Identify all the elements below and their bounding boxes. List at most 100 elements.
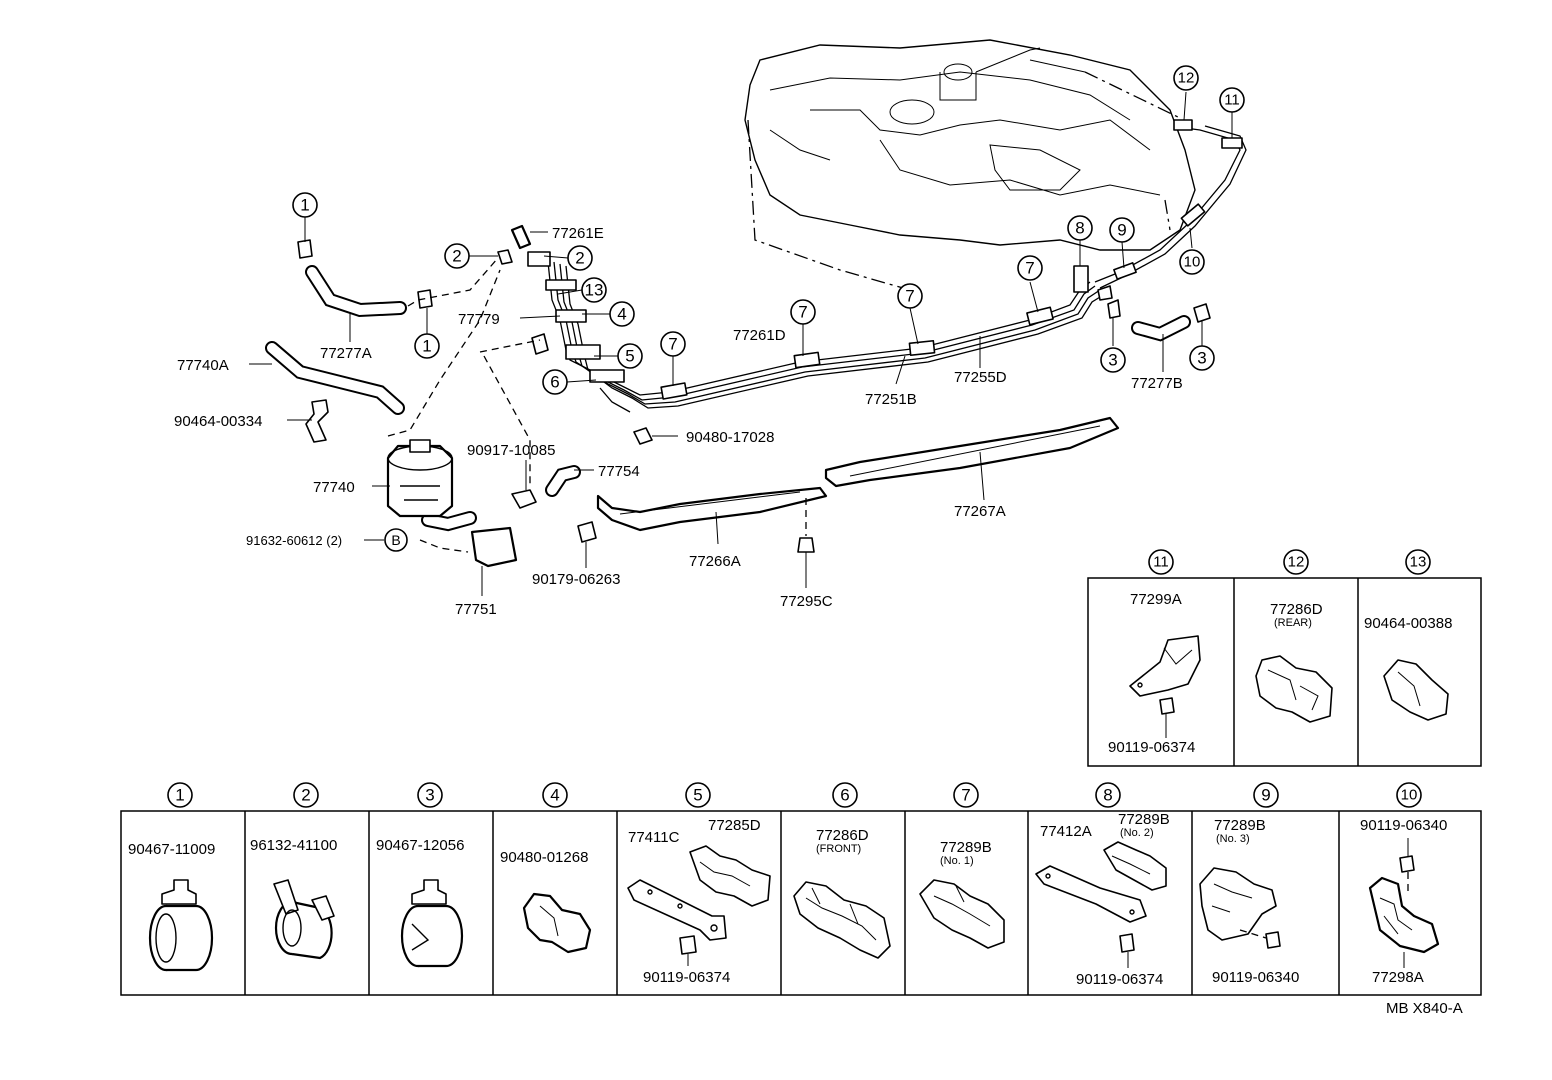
lower-detail-table: 1 2 3 4 5 6 7 8 9 10 90467-11009 96132-4… — [120, 782, 1482, 996]
label-77277a: 77277A — [320, 345, 372, 362]
clip-4 — [522, 892, 592, 954]
label-77289b-no3: 77289B — [1214, 817, 1266, 834]
protector-77266a — [596, 486, 828, 532]
label-77295c: 77295C — [780, 593, 833, 610]
label-77289b-no2: 77289B — [1118, 811, 1170, 828]
label-90917-10085: 90917-10085 — [467, 442, 555, 459]
label-90467-12056: 90467-12056 — [376, 837, 464, 854]
diagram-code: MB X840-A — [1386, 1000, 1463, 1017]
leader-lines — [249, 91, 1233, 596]
protector-77267a — [824, 416, 1120, 488]
label-77285d: 77285D — [708, 817, 761, 834]
label-77286d-rear: 77286D — [1270, 601, 1323, 618]
svg-text:11: 11 — [1153, 554, 1169, 571]
label-no-3: (No. 3) — [1216, 833, 1250, 845]
ref-7-label: 7 — [905, 287, 914, 306]
ref-7-label: 7 — [798, 303, 807, 322]
label-77267a: 77267A — [954, 503, 1006, 520]
label-77299a: 77299A — [1130, 591, 1182, 608]
hose-clamp-1 — [148, 879, 214, 972]
clamp-7 — [919, 879, 1005, 949]
svg-text:10: 10 — [1401, 787, 1418, 804]
ref-2-label: 2 — [575, 249, 584, 268]
ref-7-label: 7 — [668, 335, 677, 354]
label-77779: 77779 — [458, 311, 500, 328]
fuel-tank-outline — [744, 39, 1196, 251]
label-77740: 77740 — [313, 479, 355, 496]
label-front: (FRONT) — [816, 843, 861, 855]
label-77277b: 77277B — [1131, 375, 1183, 392]
label-rear: (REAR) — [1274, 617, 1312, 629]
hose-77740a — [265, 341, 405, 415]
svg-text:9: 9 — [1261, 786, 1270, 805]
label-77255d: 77255D — [954, 369, 1007, 386]
ref-8-label: 8 — [1075, 219, 1084, 238]
svg-text:3: 3 — [425, 786, 434, 805]
svg-text:12: 12 — [1288, 554, 1305, 571]
upper-detail-table: 11 12 13 77299A 90119-06374 77286D (REAR… — [1087, 549, 1482, 767]
ref-7-label: 7 — [1025, 259, 1034, 278]
label-77754: 77754 — [598, 463, 640, 480]
svg-text:4: 4 — [550, 786, 559, 805]
label-77286d-front: 77286D — [816, 827, 869, 844]
label-77411c: 77411C — [628, 829, 680, 846]
label-77261e: 77261E — [552, 225, 604, 242]
ref-2-label: 2 — [452, 247, 461, 266]
label-90119-06374: 90119-06374 — [1108, 739, 1195, 756]
label-90179-06263: 90179-06263 — [532, 571, 620, 588]
elbow-77261e — [510, 224, 532, 250]
svg-text:8: 8 — [1103, 786, 1112, 805]
label-77740a: 77740A — [177, 357, 229, 374]
bracket-5 — [627, 845, 771, 966]
hose-canister-lower — [421, 511, 477, 532]
label-96132-41100: 96132-41100 — [250, 837, 337, 854]
label-90119-06374-8: 90119-06374 — [1076, 971, 1163, 988]
ref-4-label: 4 — [617, 305, 626, 324]
ref-10-label: 10 — [1184, 254, 1201, 271]
spring-clamp-2 — [273, 879, 335, 960]
hose-clamp-3 — [400, 879, 464, 968]
ref-11-label: 11 — [1224, 92, 1240, 109]
label-77261d: 77261D — [733, 327, 786, 344]
charcoal-canister-77740 — [386, 439, 454, 518]
label-no-2: (No. 2) — [1120, 827, 1154, 839]
ref-13-label: 13 — [585, 281, 604, 300]
circle-ref-group: 1 1 2 2 13 4 5 6 7 7 7 7 8 9 10 11 12 3 … — [292, 65, 1245, 552]
label-90467-11009: 90467-11009 — [128, 841, 215, 858]
ref-12-label: 12 — [1178, 70, 1195, 87]
ref-1-label: 1 — [300, 196, 309, 215]
svg-text:5: 5 — [693, 786, 702, 805]
part-number-labels: 77261E 77779 77277A 77740A 90464-00334 7… — [174, 225, 1183, 618]
label-77251b: 77251B — [865, 391, 917, 408]
clamp-10 — [1368, 838, 1440, 968]
label-77266a: 77266A — [689, 553, 741, 570]
ref-3-label: 3 — [1197, 349, 1206, 368]
ref-6-label: 6 — [550, 373, 559, 392]
svg-text:1: 1 — [175, 786, 184, 805]
hose-77754 — [545, 465, 581, 497]
svg-text:6: 6 — [840, 786, 849, 805]
ref-1-label: 1 — [422, 337, 431, 356]
label-no-1: (No. 1) — [940, 855, 974, 867]
label-77289b-no1: 77289B — [940, 839, 992, 856]
label-90119-06374: 90119-06374 — [643, 969, 730, 986]
hose-77277b — [1131, 315, 1191, 342]
label-90480-01268: 90480-01268 — [500, 849, 588, 866]
label-77298a: 77298A — [1372, 969, 1424, 986]
ref-3-label: 3 — [1108, 351, 1117, 370]
clamp-9 — [1199, 867, 1281, 949]
ref-5-label: 5 — [625, 347, 634, 366]
label-90464-00334: 90464-00334 — [174, 413, 262, 430]
label-77751: 77751 — [455, 601, 497, 618]
label-91632-60612: 91632-60612 (2) — [246, 533, 342, 548]
svg-text:13: 13 — [1410, 554, 1427, 571]
clamp-6 — [793, 881, 891, 959]
label-90464-00388: 90464-00388 — [1364, 615, 1452, 632]
hose-77277a — [305, 265, 407, 318]
label-90480-17028: 90480-17028 — [686, 429, 774, 446]
fuel-pipe-assembly — [547, 125, 1247, 413]
ref-b-label: B — [391, 532, 400, 548]
label-90119-06340-10: 90119-06340 — [1360, 817, 1447, 834]
svg-text:2: 2 — [301, 786, 310, 805]
label-90119-06340: 90119-06340 — [1212, 969, 1299, 986]
